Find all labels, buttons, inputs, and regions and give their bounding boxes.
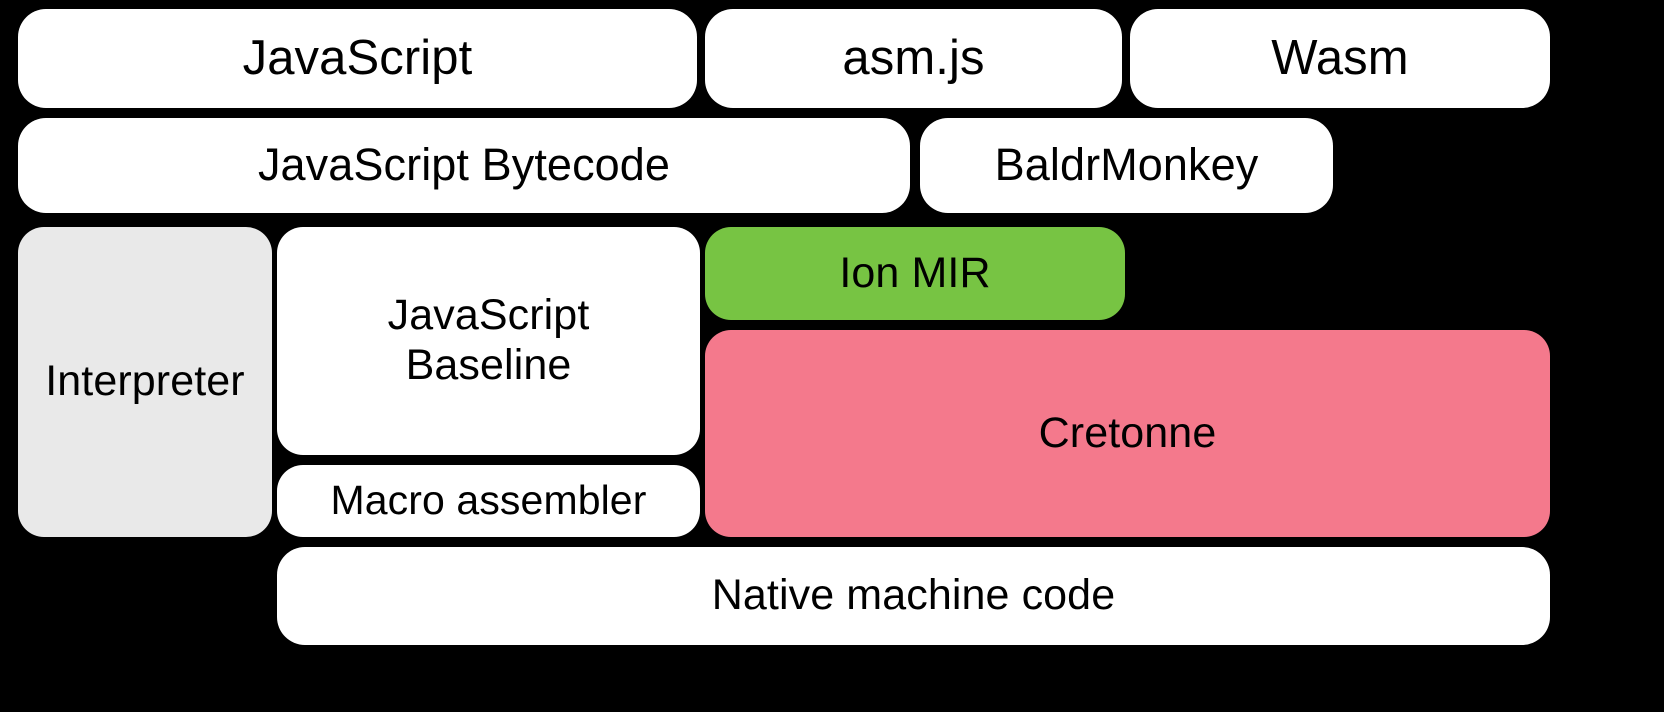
node-native-machine-code: Native machine code [277,547,1550,645]
node-ion-mir: Ion MIR [705,227,1125,320]
node-cretonne: Cretonne [705,330,1550,537]
node-javascript-baseline: JavaScript Baseline [277,227,700,455]
node-interpreter: Interpreter [18,227,272,537]
node-javascript-bytecode: JavaScript Bytecode [18,118,910,213]
node-macro-assembler: Macro assembler [277,465,700,537]
node-javascript: JavaScript [18,9,697,108]
node-wasm: Wasm [1130,9,1550,108]
node-asm-js: asm.js [705,9,1122,108]
node-baldrmonkey: BaldrMonkey [920,118,1333,213]
